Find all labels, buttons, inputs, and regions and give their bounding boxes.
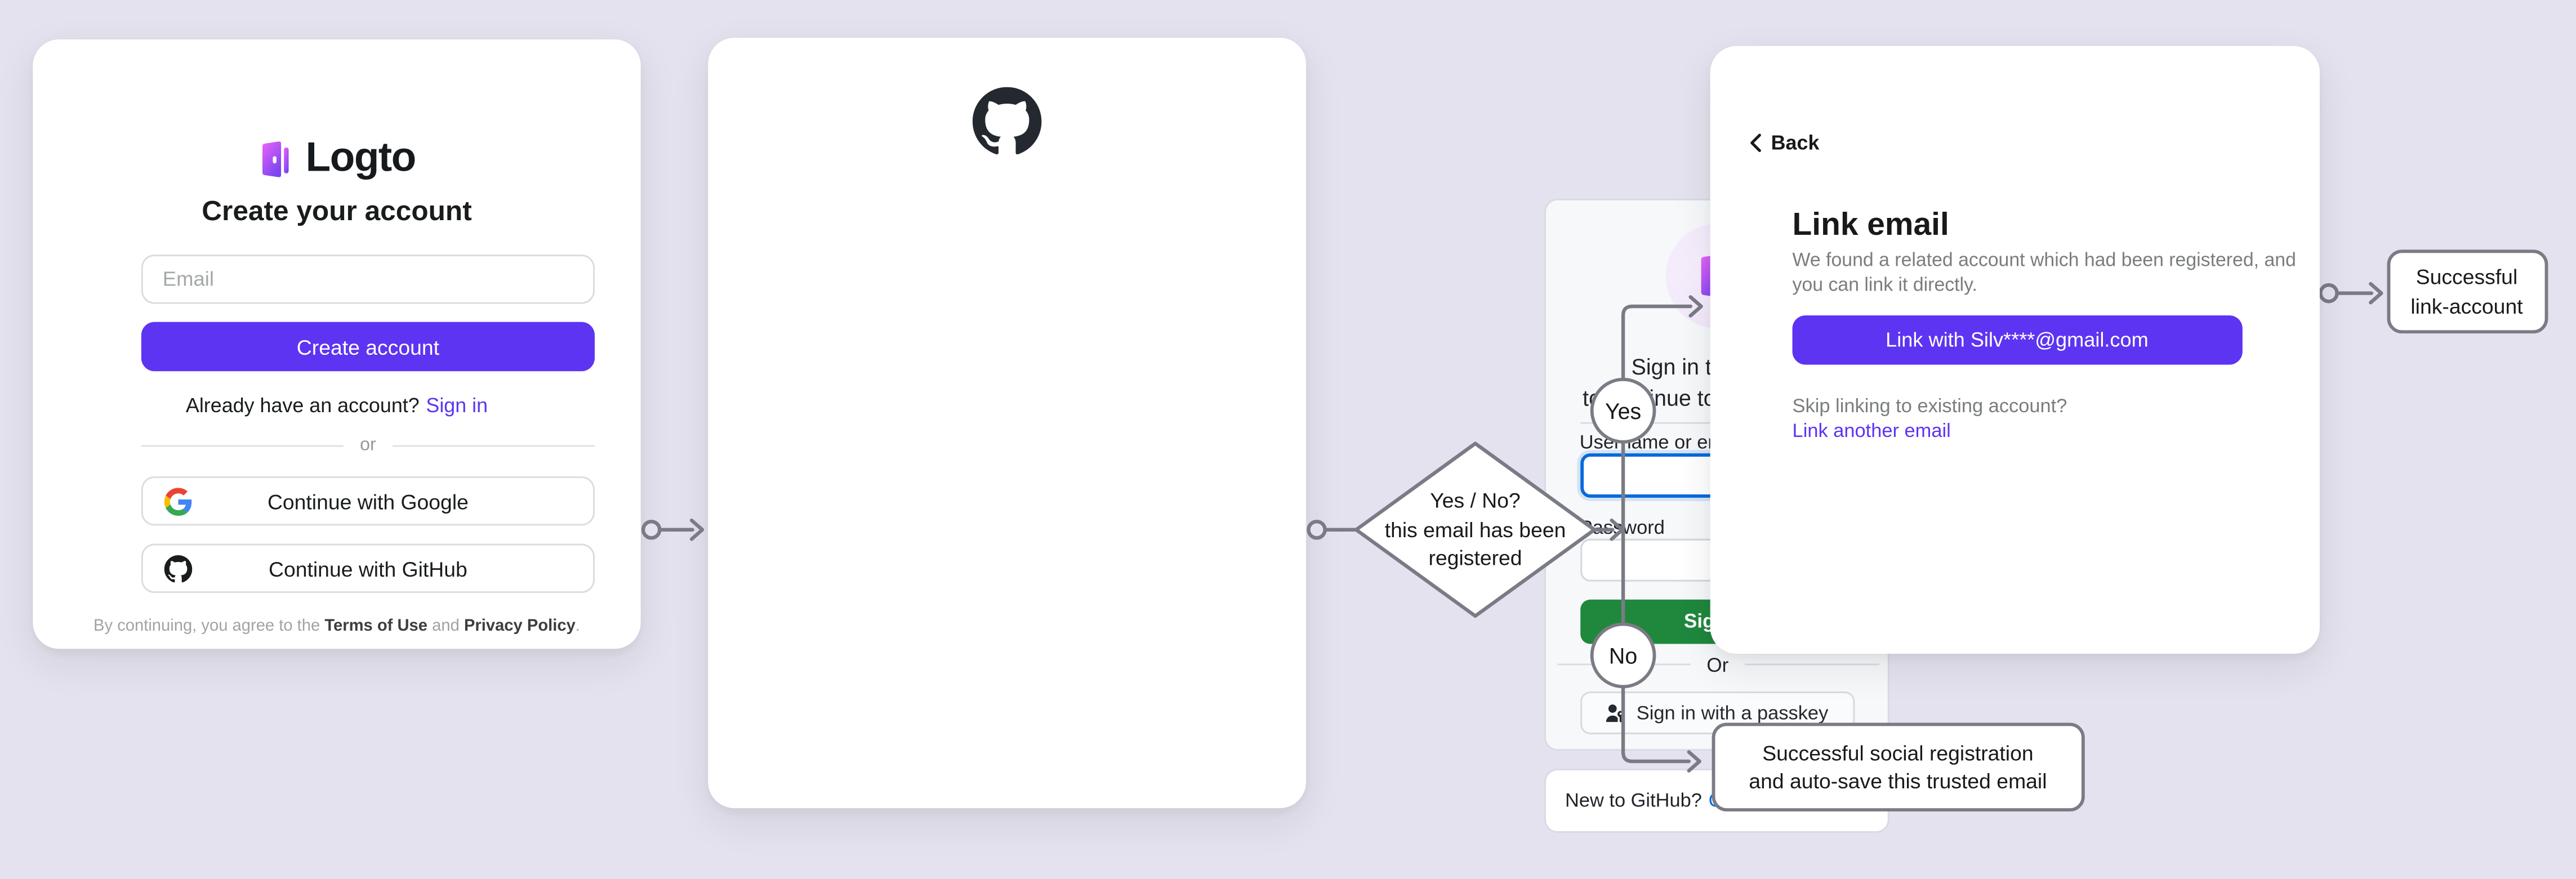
github-or-label: Or — [1706, 653, 1729, 676]
google-icon — [164, 488, 193, 520]
connector-start-dot — [2319, 283, 2339, 304]
new-to-github-prompt: New to GitHub? — [1565, 788, 1702, 812]
passkey-button-label: Sign in with a passkey — [1636, 701, 1829, 725]
privacy-policy-link[interactable]: Privacy Policy — [463, 617, 576, 636]
github-icon — [164, 555, 193, 588]
logto-signup-panel: Logto Create your account Create account… — [33, 39, 641, 649]
terms-of-use-link[interactable]: Terms of Use — [324, 617, 428, 636]
logto-logo: Logto — [33, 135, 640, 182]
logto-door-icon — [258, 137, 294, 180]
arrow-icon — [689, 518, 705, 541]
passkey-icon — [1605, 702, 1626, 724]
arrow-icon — [2369, 282, 2383, 305]
or-divider-label: or — [360, 435, 376, 456]
or-divider: or — [141, 435, 595, 455]
link-with-email-button[interactable]: Link with Silv****@gmail.com — [1792, 314, 2242, 364]
back-button[interactable]: Back — [1748, 131, 1820, 155]
github-logo-icon — [708, 87, 1306, 157]
link-email-title: Link email — [1792, 207, 1949, 243]
connector-start-dot — [1307, 519, 1327, 540]
signin-link[interactable]: Sign in — [426, 394, 488, 417]
continue-with-github-button[interactable]: Continue with GitHub — [141, 543, 595, 594]
back-label: Back — [1771, 131, 1820, 155]
signin-prompt: Already have an account? — [185, 394, 420, 417]
arrow-icon — [1687, 750, 1701, 773]
yes-branch-node: Yes — [1590, 377, 1656, 444]
google-button-label: Continue with Google — [267, 488, 469, 514]
decision-question: Yes / No? this email has been registered — [1384, 488, 1566, 570]
no-branch-node: No — [1590, 622, 1656, 689]
create-account-button[interactable]: Create account — [141, 322, 595, 372]
continue-with-google-button[interactable]: Continue with Google — [141, 476, 595, 526]
skip-linking-prompt: Skip linking to existing account? — [1792, 394, 2067, 417]
github-button-label: Continue with GitHub — [269, 556, 467, 581]
logto-brand-name: Logto — [305, 135, 417, 181]
link-email-description: We found a related account which had bee… — [1792, 249, 2296, 295]
link-another-email-link[interactable]: Link another email — [1792, 418, 1951, 441]
connector-start-dot — [641, 519, 662, 540]
terms-notice: By continuing, you agree to the Terms of… — [93, 617, 580, 636]
signup-title: Create your account — [202, 195, 472, 227]
link-email-panel: Back Link email We found a related accou… — [1710, 46, 2320, 654]
email-field[interactable] — [141, 255, 595, 304]
chevron-left-icon — [1748, 133, 1763, 153]
github-signin-panel: Sign in to GitHub to continue to Logto C… — [708, 38, 1889, 832]
